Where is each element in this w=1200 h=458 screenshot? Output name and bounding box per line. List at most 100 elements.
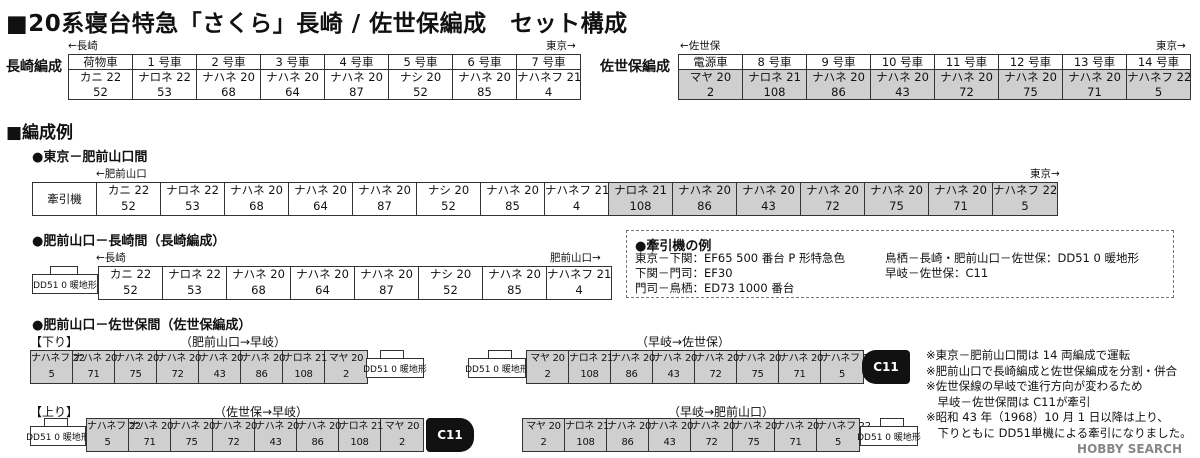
car-number: 85 [507,283,522,297]
example1-left-direction: ←肥前山口 [96,168,147,180]
car-position: 4 号車 [325,54,388,70]
car-type: ナハネ 20 [876,70,929,84]
car-number: 43 [667,369,680,380]
car-number: 52 [443,283,458,297]
car-number: 4 [517,85,580,100]
car-type: ナハネ 20 [129,421,174,432]
car-type: ナハネ 20 [870,183,923,197]
car-number: 2 [679,85,742,100]
car-type: ナハネフ 22 [817,421,871,432]
car-type: ナハネ 20 [611,353,656,364]
car-number: 86 [311,437,324,448]
car-number: 64 [261,85,324,100]
car-number: 43 [663,437,676,448]
car-type: カニ 22 [107,183,150,197]
car-type: カニ 22 [79,70,122,84]
example2-dd51-locomotive: DD51 0 暖地形 [32,266,98,302]
car-number: 4 [572,199,581,213]
car-number: 52 [121,199,136,213]
car-position: 荷物車 [69,54,132,70]
car-position: 14 号車 [1127,54,1190,70]
car-type: ナハネ 20 [733,421,778,432]
car-type: ナシ 20 [427,183,470,197]
car-type: マヤ 20 [526,421,561,432]
up-right-route: （早岐→肥前山口） [668,405,775,419]
car-number: 108 [743,85,806,100]
car-number: 75 [889,199,904,213]
car-type: ナハネ 20 [458,70,511,84]
note-1: ※東京－肥前山口間は 14 両編成で運転 [926,348,1131,362]
car-type: ナロネ 22 [138,70,191,84]
example3-title: ●肥前山口－佐世保間（佐世保編成） [32,318,252,333]
car-number: 72 [935,85,998,100]
car-position: 2 号車 [197,54,260,70]
car-number: 71 [143,437,156,448]
car-number: 87 [379,283,394,297]
down-left-dd51: DD51 0 暖地形 [363,350,427,384]
car-number: 86 [621,437,634,448]
car-number: 85 [505,199,520,213]
car-number: 75 [129,369,142,380]
car-position: 3 号車 [261,54,324,70]
car-type: ナハネ 20 [294,183,347,197]
car-type: ナハネ 20 [653,353,698,364]
car-number: 71 [793,369,806,380]
car-number: 43 [213,369,226,380]
example2-right-direction: 肥前山口→ [550,252,601,264]
car-type: マヤ 20 [328,353,364,364]
notes: ※東京－肥前山口間は 14 両編成で運転 ※肥前山口で長崎編成と佐世保編成を分割… [926,348,1192,441]
page-title: ■20系寝台特急「さくら」長崎 / 佐世保編成 セット構成 [6,11,628,37]
car-number: 68 [251,283,266,297]
car-number: 108 [350,437,369,448]
car-type: ナハネ 20 [812,70,865,84]
car-type: ナハネフ 22 [87,421,141,432]
train-car: カニ 22 52 [97,183,161,215]
car-position: 1 号車 [133,54,196,70]
train-car: ナハネ 20 71 [129,419,174,451]
car-type: ナハネ 20 [695,353,740,364]
car-type: ナハネ 20 [940,70,993,84]
car-type: ナハネフ 22 [1127,70,1192,84]
car-number: 86 [807,85,870,100]
car-number: 43 [871,85,934,100]
car-number: 2 [544,369,551,380]
car-position: 12 号車 [999,54,1062,70]
car-type: ナハネ 20 [230,183,283,197]
car-type: ナハネ 20 [678,183,731,197]
car-number: 52 [69,85,132,100]
up-label: 【上り】 [30,405,79,419]
sasebo-label: 佐世保編成 [600,59,670,75]
